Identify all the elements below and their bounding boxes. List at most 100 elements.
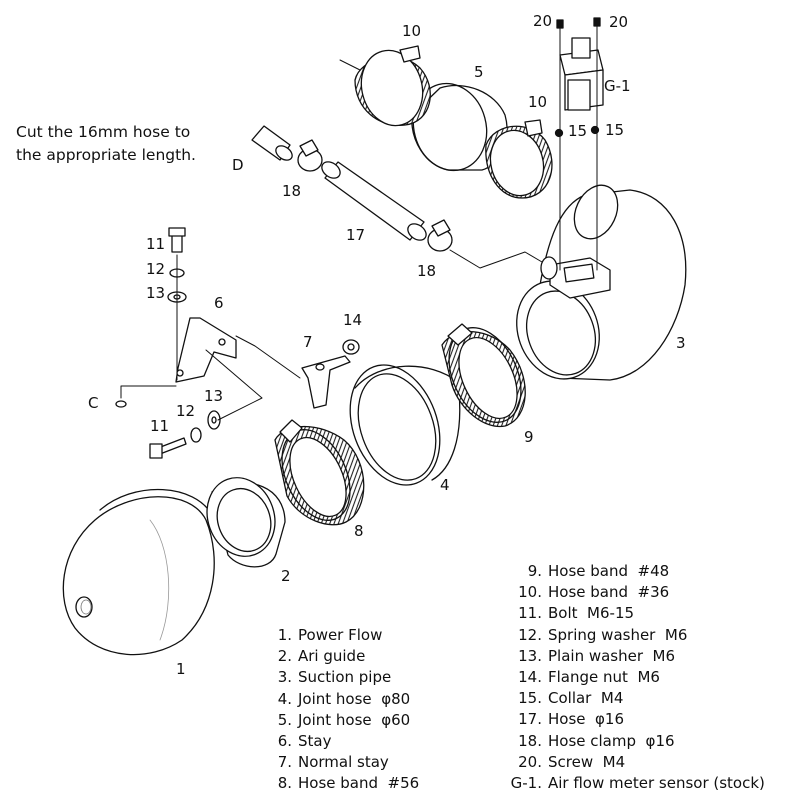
legend-item: 9. Hose band #48 (500, 561, 765, 582)
power-flow-filter (62, 488, 215, 656)
callout-4: 4 (440, 476, 450, 494)
legend-item: 10. Hose band #36 (500, 582, 765, 603)
callout-14: 14 (343, 311, 362, 329)
callout-9: 9 (524, 428, 534, 446)
legend-item-label: Collar M4 (548, 689, 624, 708)
cut-hose-note: Cut the 16mm hose to the appropriate len… (16, 121, 196, 167)
spring-washer-12-lower (190, 427, 202, 443)
hose-band-36-upper (354, 45, 431, 127)
hose-band-36-lower (485, 119, 553, 199)
legend-item: 2. Ari guide (268, 646, 419, 667)
legend-item-number: 1. (277, 626, 292, 644)
legend-item-number: G-1. (510, 774, 542, 793)
collar-15-left (554, 128, 564, 138)
legend-item-number: 14. (518, 668, 542, 687)
callout-10-upper: 10 (402, 22, 421, 40)
legend-item-label: Spring washer M6 (548, 625, 688, 644)
callout-20-left: 20 (533, 12, 552, 30)
legend-item-number: 20. (518, 752, 542, 771)
legend-item: 18. Hose clamp φ16 (500, 731, 765, 752)
legend-item: 4. Joint hose φ80 (268, 689, 419, 710)
note-line-2: the appropriate length. (16, 146, 196, 164)
air-flow-meter-sensor (559, 37, 604, 111)
callout-8: 8 (354, 522, 364, 540)
legend-item: 7.Normal stay (268, 752, 419, 773)
legend-item-number: 15. (518, 689, 542, 708)
legend-item: 17. Hose φ16 (500, 709, 765, 730)
legend-item-number: 5. (277, 710, 292, 729)
callout-5: 5 (474, 63, 484, 81)
legend-item-label: Hose φ16 (548, 710, 625, 729)
callout-13-lower: 13 (204, 387, 223, 405)
flange-nut-14 (342, 339, 360, 355)
callout-3: 3 (676, 334, 686, 352)
legend-item-label: Air flow meter sensor (stock) (548, 774, 765, 793)
legend-item-label: Joint hose φ80 (298, 689, 411, 708)
legend-item-label: Hose band #56 (298, 774, 420, 793)
legend-item-label: Hose clamp φ16 (548, 731, 675, 750)
hose-clamp-16-b (427, 219, 453, 252)
legend-item: 20. Screw M4 (500, 752, 765, 773)
legend-item-number: 7. (277, 753, 292, 772)
clip-c (115, 400, 127, 408)
legend-item-number: 10. (518, 583, 542, 602)
legend-item-label: Flange nut M6 (548, 668, 660, 687)
callout-15-left: 15 (568, 122, 587, 140)
air-guide (206, 477, 286, 568)
legend-item-label: Power Flow (298, 626, 383, 644)
callout-15-right: 15 (605, 121, 624, 139)
callout-d: D (232, 156, 244, 174)
parts-legend-left: 1. Power Flow 2. Ari guide 3. Suction pipe 4. J… (268, 625, 420, 795)
pipe-d (251, 125, 293, 161)
screw-20-right (593, 17, 601, 27)
hose-16 (321, 161, 427, 241)
legend-item-label: Hose band #36 (548, 583, 670, 602)
legend-item-label: Suction pipe (298, 668, 392, 687)
legend-item-label: Screw M4 (548, 752, 626, 771)
legend-item-label: Ari guide (298, 647, 366, 666)
legend-item-label: Stay (298, 732, 332, 751)
legend-item: 8. Hose band #56 (268, 773, 420, 794)
normal-stay (301, 355, 351, 409)
callout-13-upper: 13 (146, 284, 165, 302)
hose-clamp-16-a (297, 139, 323, 172)
legend-item-label: Plain washer M6 (548, 646, 676, 665)
legend-item: 3. Suction pipe (268, 667, 419, 688)
legend-item-number: 11. (518, 604, 542, 623)
legend-item: 12. Spring washer M6 (500, 625, 765, 646)
legend-item: 1. Power Flow (268, 625, 419, 646)
note-line-1: Cut the 16mm hose to (16, 123, 191, 141)
callout-1: 1 (176, 660, 186, 678)
legend-item-number: 17. (518, 710, 542, 729)
legend-item-number: 6. (277, 732, 292, 751)
legend-item-label: Joint hose φ60 (298, 710, 411, 729)
legend-item-number: 4. (277, 689, 292, 708)
bolt-11-upper (168, 227, 186, 253)
legend-item-number: 3. (277, 668, 292, 687)
callout-17: 17 (346, 226, 365, 244)
legend-item-label: Hose band #48 (548, 562, 670, 580)
legend-item-number: 13. (518, 646, 542, 665)
legend-item: 6. Stay (268, 731, 419, 752)
legend-item-number: 2. (277, 647, 292, 666)
callout-7: 7 (303, 333, 313, 351)
hose-band-56 (274, 419, 365, 526)
screw-20-left (556, 19, 564, 29)
hose-band-48 (441, 323, 526, 428)
callout-c: C (88, 394, 98, 412)
legend-item: 5. Joint hose φ60 (268, 710, 419, 731)
callout-18-left: 18 (282, 182, 301, 200)
plain-washer-13-lower (207, 410, 221, 430)
legend-item: 14. Flange nut M6 (500, 667, 765, 688)
legend-item-number: 9. (527, 562, 542, 580)
callout-12-upper: 12 (146, 260, 165, 278)
callout-18-right: 18 (417, 262, 436, 280)
bolt-11-lower (149, 437, 187, 459)
joint-hose-60 (411, 82, 508, 172)
legend-item-number: 18. (518, 731, 542, 750)
leader-lines (120, 25, 598, 421)
legend-item-number: 8. (277, 774, 292, 793)
legend-item-number: 12. (518, 625, 542, 644)
